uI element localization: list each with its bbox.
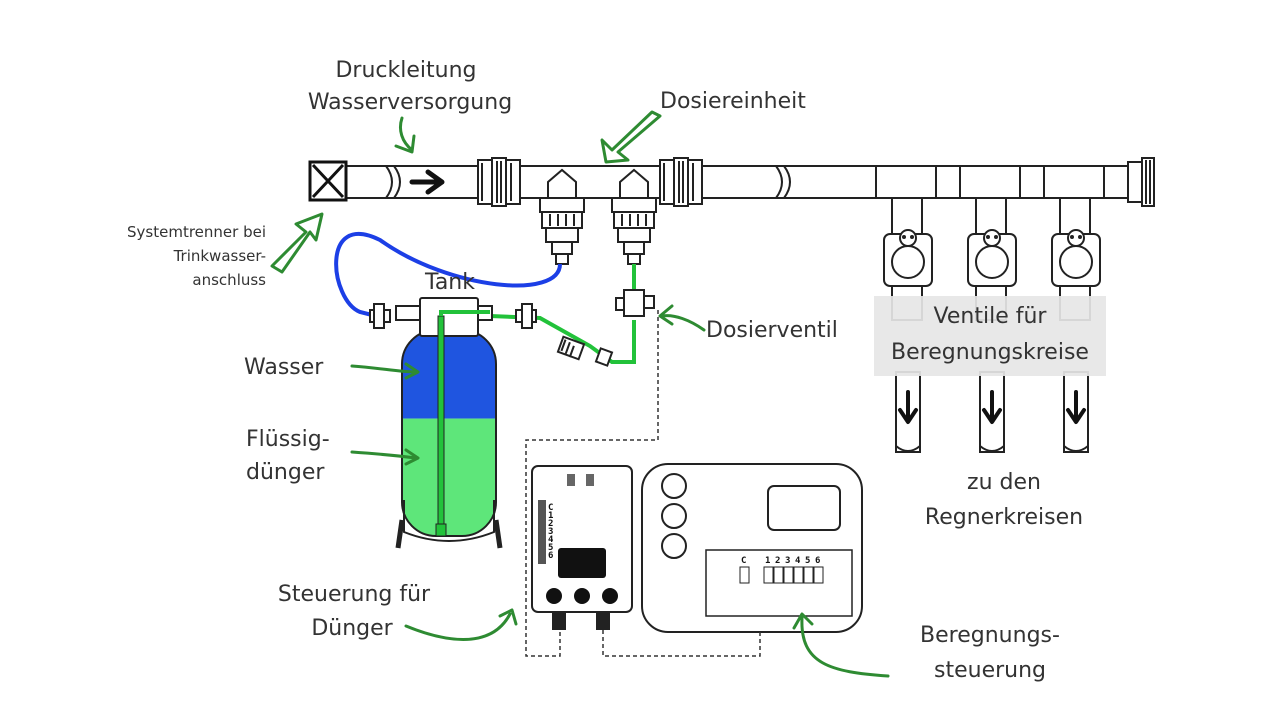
label-regner-1: zu den: [967, 470, 1041, 495]
fert-terminal-1: 1: [548, 511, 553, 521]
arrow-steuerung-duenger: [404, 608, 518, 641]
tank-outlet-fitting: [515, 303, 537, 329]
label-beregnung-1: Beregnungs-: [920, 623, 1060, 648]
fertilizer-display: [558, 548, 606, 578]
arrow-beregnung: [792, 612, 890, 678]
pipe-break-symbol: [385, 165, 401, 199]
flow-direction-arrow: [409, 169, 445, 195]
label-tank: Tank: [424, 270, 475, 295]
irr-terminal-5: 5: [805, 556, 810, 566]
irrigation-controller: [641, 463, 863, 633]
fert-terminal-c: C: [548, 503, 553, 513]
irr-terminal-2: 2: [775, 556, 780, 566]
system-separator-valve: [308, 160, 348, 202]
outlet-arrow-2: [982, 390, 1002, 424]
arrow-systemtrenner: [270, 212, 324, 274]
label-ventile-2: Beregnungskreise: [891, 340, 1089, 365]
label-systemtrenner-3: anschluss: [192, 271, 266, 289]
outlet-arrow-3: [1066, 390, 1086, 424]
label-dosiereinheit: Dosiereinheit: [660, 89, 806, 114]
fertilizer-button-3: [602, 588, 618, 604]
label-regner-2: Regnerkreisen: [925, 505, 1083, 530]
fert-terminal-6: 6: [548, 551, 553, 561]
pipe-break-symbol-right: [775, 165, 791, 199]
label-systemtrenner-1: Systemtrenner bei: [127, 223, 266, 241]
fert-terminal-5: 5: [548, 543, 553, 553]
irrigation-dial-3: [661, 533, 687, 559]
irr-terminal-3: 3: [785, 556, 790, 566]
label-dosierventil: Dosierventil: [706, 318, 838, 343]
fert-terminal-4: 4: [548, 535, 554, 545]
label-systemtrenner-2: Trinkwasser-: [173, 247, 266, 265]
valve-manifold: [875, 165, 1105, 235]
fertilizer-button-1: [546, 588, 562, 604]
outlet-arrow-1: [898, 390, 918, 424]
irr-terminal-1: 1: [765, 556, 770, 566]
signal-wire-controller: [602, 630, 761, 657]
tank-fertilizer-level: [402, 418, 496, 536]
fertilizer-button-2: [574, 588, 590, 604]
arrow-dosierventil: [658, 304, 706, 332]
dosing-valve: [615, 289, 655, 317]
irr-terminal-c: C: [741, 556, 746, 566]
line-filter: [556, 335, 614, 367]
label-druckleitung-1: Druckleitung: [335, 58, 476, 83]
water-hose: [334, 231, 562, 318]
label-beregnung-2: steuerung: [934, 658, 1046, 683]
signal-wire-valve: [525, 310, 659, 657]
label-steuerung-duenger-2: Dünger: [311, 616, 393, 641]
fertilizer-controller: [531, 465, 633, 630]
arrow-druckleitung: [394, 116, 416, 154]
irr-terminal-4: 4: [795, 556, 801, 566]
pipe-union-right: [659, 157, 703, 207]
fertilizer-tank: [395, 297, 503, 549]
irrigation-display: [767, 485, 841, 531]
dosing-injector-left: [539, 168, 585, 265]
irrigation-dial-2: [661, 503, 687, 529]
pipe-union-left: [477, 157, 521, 207]
label-ventile-1: Ventile für: [934, 304, 1048, 329]
fert-terminal-3: 3: [548, 527, 553, 537]
label-wasser: Wasser: [244, 355, 324, 380]
label-duenger-1: Flüssig-: [246, 427, 330, 452]
dosing-injector-right: [611, 168, 657, 265]
tank-water-level: [402, 330, 496, 419]
main-supply-pipe: [344, 165, 1146, 199]
label-duenger-2: dünger: [246, 460, 325, 485]
tank-inlet-fitting: [369, 303, 391, 329]
arrow-wasser: [350, 362, 420, 380]
irr-terminal-6: 6: [815, 556, 820, 566]
arrow-dosiereinheit: [600, 110, 662, 164]
irrigation-dial-1: [661, 473, 687, 499]
arrow-duenger: [350, 448, 420, 466]
valves-label-box: [874, 296, 1106, 376]
pipe-end-cap: [1127, 157, 1155, 207]
fert-terminal-2: 2: [548, 519, 553, 529]
outlet-pipes: [895, 371, 1089, 453]
label-steuerung-duenger-1: Steuerung für: [278, 582, 431, 607]
label-druckleitung-2: Wasserversorgung: [308, 90, 512, 115]
fertilizer-terminal-strip: [538, 500, 546, 564]
